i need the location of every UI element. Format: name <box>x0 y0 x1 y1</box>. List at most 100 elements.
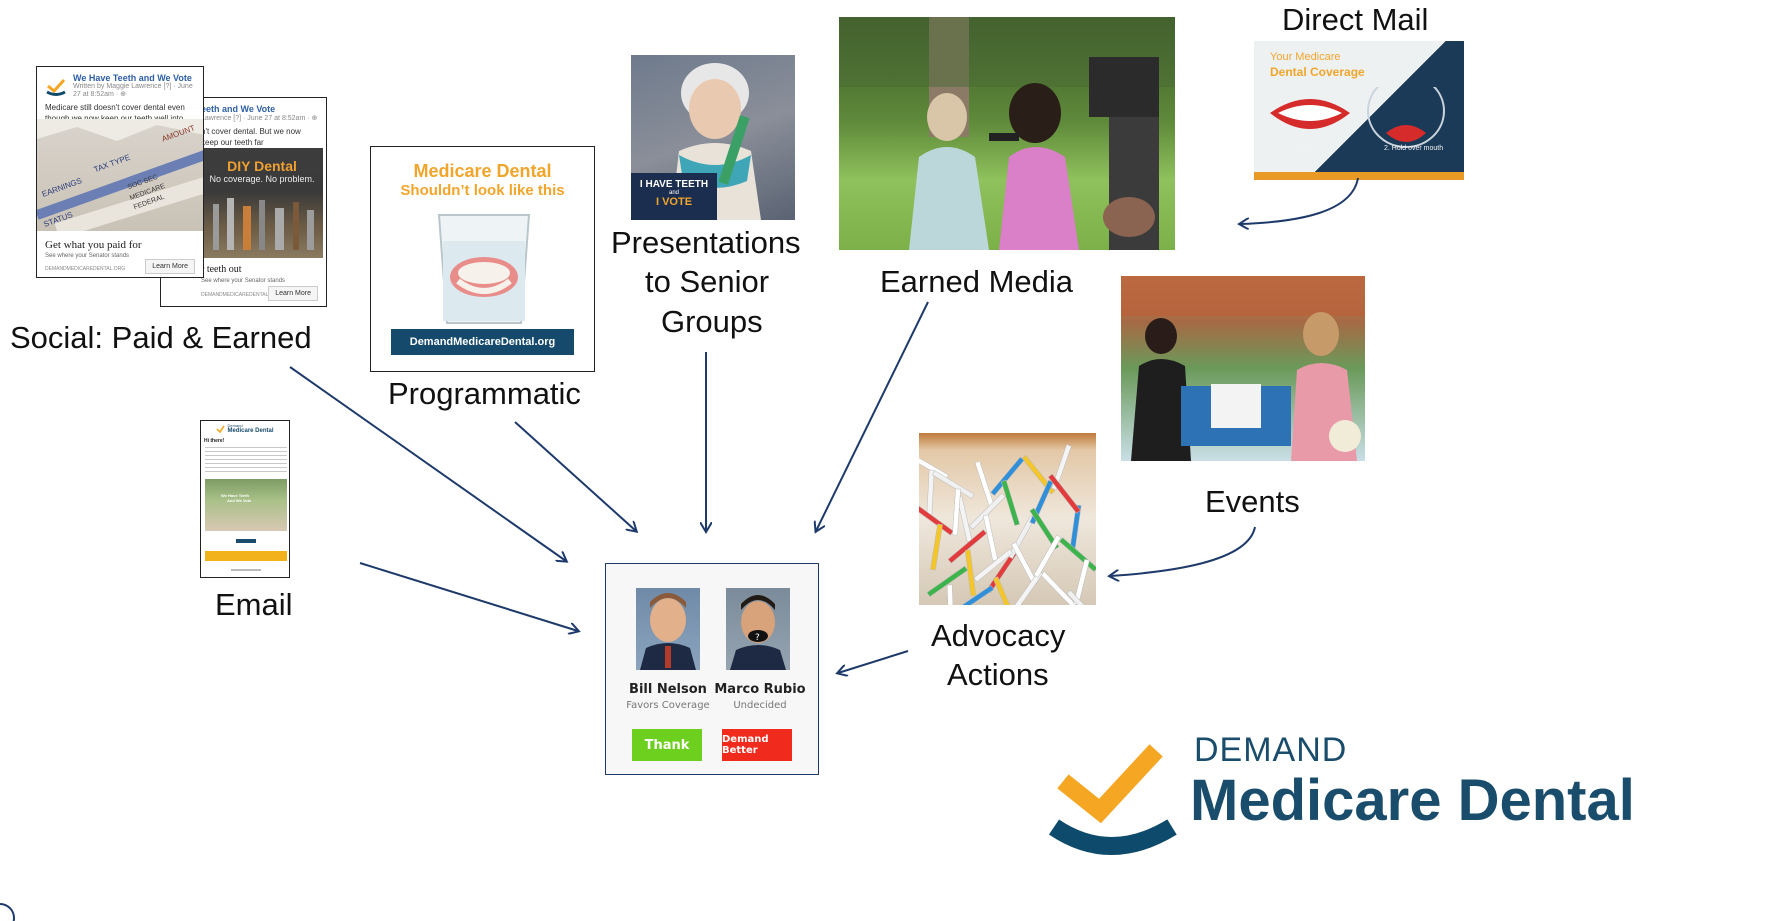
fb-sub: See where your Senator stands <box>201 278 286 284</box>
email-cta-button[interactable] <box>236 539 256 543</box>
email-brand: Medicare Dental <box>227 428 274 434</box>
programmatic-url: DemandMedicareDental.org <box>391 329 574 355</box>
toothbrush <box>1073 558 1090 605</box>
toothbrush <box>947 529 987 564</box>
arrow-earned-media <box>816 301 929 531</box>
teeth-illustration <box>1270 87 1445 148</box>
programmatic-line2: Shouldn’t look like this <box>400 182 565 199</box>
label-presentations-3: Groups <box>661 304 763 339</box>
senior-presentation-photo: I HAVE TEETH and I VOTE <box>631 55 795 220</box>
email-greeting: Hi there! <box>204 438 225 444</box>
email-photo-line: And We Vote <box>227 498 252 503</box>
check-logo-icon <box>45 75 67 97</box>
toothbrush <box>973 548 1014 583</box>
fb-headline: r teeth out <box>201 264 242 275</box>
learn-more-button[interactable]: Learn More <box>145 259 195 274</box>
candidate-photo-nelson <box>636 588 700 670</box>
toothbrush <box>1033 534 1062 578</box>
toothbrush <box>964 549 977 597</box>
tax-form-image: EARNINGS TAX TYPE STATUS AMOUNT SOC SEC … <box>37 119 203 231</box>
toothbrush <box>1051 444 1072 491</box>
demand-better-button[interactable]: Demand Better <box>722 729 792 761</box>
fb-page-name: We Have Teeth and We Vote <box>73 73 192 83</box>
label-direct-mail: Direct Mail <box>1282 2 1429 37</box>
toothbrush <box>1047 473 1081 514</box>
fb-page-name: eeth and We Vote <box>201 104 276 114</box>
email-thumbnail: Demand Medicare Dental Hi there! We Have… <box>200 420 290 578</box>
corner-circle <box>0 903 15 921</box>
programmatic-ad: Medicare Dental Shouldn’t look like this… <box>370 146 595 372</box>
social-ad-card-front: We Have Teeth and We Vote Written by Mag… <box>36 66 204 278</box>
toothbrush <box>990 456 1025 496</box>
toothbrush <box>930 523 943 571</box>
toothbrush <box>974 460 995 507</box>
arrow-programmatic <box>514 421 636 531</box>
diy-dental-image: DIY Dental No coverage. No problem. <box>201 148 323 258</box>
vote-sign: I HAVE TEETH and I VOTE <box>631 173 717 220</box>
toothbrush <box>1001 479 1020 526</box>
mail-line2: Dental Coverage <box>1270 65 1365 79</box>
label-email: Email <box>215 587 293 622</box>
arrow-advocacy <box>838 650 909 673</box>
toothbrush <box>1058 537 1096 572</box>
learn-more-button[interactable]: Learn More <box>268 286 318 301</box>
diy-dental-title: DIY Dental <box>227 158 297 174</box>
check-swoosh-icon <box>1048 744 1177 855</box>
candidate-status: Undecided <box>733 700 787 711</box>
thank-button[interactable]: Thank <box>632 729 702 761</box>
toothbrush <box>952 488 961 536</box>
demand-medicare-dental-logo: DEMAND Medicare Dental <box>1040 731 1785 921</box>
toothbrush <box>952 585 995 605</box>
fb-domain: DEMANDMEDICAREDENTAL.ORG <box>45 266 126 272</box>
toothbrush <box>982 514 999 562</box>
sign-line: I HAVE TEETH <box>639 179 709 190</box>
denture-glass-image <box>437 214 531 324</box>
tools-illustration <box>213 198 314 250</box>
arrow-direct-mail <box>1240 177 1359 224</box>
fb-post-text: n't cover dental. But we now keep our te… <box>201 127 301 147</box>
label-advocacy-1: Advocacy <box>931 618 1066 653</box>
mail-step1: 1. Cut it out <box>1288 145 1324 152</box>
arrow-email <box>359 562 578 631</box>
fb-byline: Lawrence [?] · June 27 at 8:52am · ⊕ <box>201 115 318 122</box>
candidate-name: Marco Rubio <box>714 682 806 697</box>
earned-media-photo <box>839 17 1175 250</box>
fb-byline: Written by Maggie Lawrence [?] · June 27… <box>73 83 193 98</box>
label-advocacy-2: Actions <box>947 657 1049 692</box>
toothbrush <box>968 492 1006 530</box>
toothbrush <box>919 503 954 536</box>
direct-mail-card: Your Medicare Dental Coverage 1. Cut it … <box>1254 41 1464 180</box>
check-logo-icon <box>216 425 226 434</box>
toothbrush <box>992 576 1017 605</box>
toothbrush <box>1029 479 1054 525</box>
fb-headline: Get what you paid for <box>45 239 142 251</box>
diy-dental-sub: No coverage. No problem. <box>209 174 315 184</box>
toothbrush <box>926 565 968 597</box>
logo-top-text: DEMAND <box>1194 731 1348 769</box>
email-footer <box>231 569 261 571</box>
fb-domain: DEMANDMEDICAREDENTAL.ORG <box>201 292 282 298</box>
logo-bottom-text: Medicare Dental <box>1190 768 1635 833</box>
email-brand-small: Demand <box>227 423 243 428</box>
arrow-events <box>1110 526 1256 576</box>
sign-line: I VOTE <box>655 196 693 208</box>
label-social: Social: Paid & Earned <box>10 320 312 355</box>
toothbrush-jar-photo <box>919 433 1096 605</box>
email-hero-photo: We Have Teeth And We Vote <box>205 479 287 531</box>
mail-step2: 2. Hold over mouth <box>1384 145 1444 152</box>
toothbrush <box>1066 589 1096 605</box>
candidate-name: Bill Nelson <box>629 682 707 697</box>
svg-text:?: ? <box>755 633 760 643</box>
label-presentations-1: Presentations <box>611 225 801 260</box>
sign-line: and <box>668 190 679 196</box>
candidate-scorecard: ? Bill Nelson Favors Coverage Marco Rubi… <box>605 563 819 775</box>
toothbrush <box>946 584 955 605</box>
toothbrush <box>926 469 935 517</box>
toothbrush <box>931 470 975 499</box>
events-photo <box>1121 276 1365 461</box>
label-programmatic: Programmatic <box>388 376 581 411</box>
candidate-status: Favors Coverage <box>626 700 710 711</box>
programmatic-line1: Medicare Dental <box>413 161 552 181</box>
label-earned-media: Earned Media <box>880 264 1074 299</box>
email-photo-line: We Have Teeth <box>221 493 250 498</box>
